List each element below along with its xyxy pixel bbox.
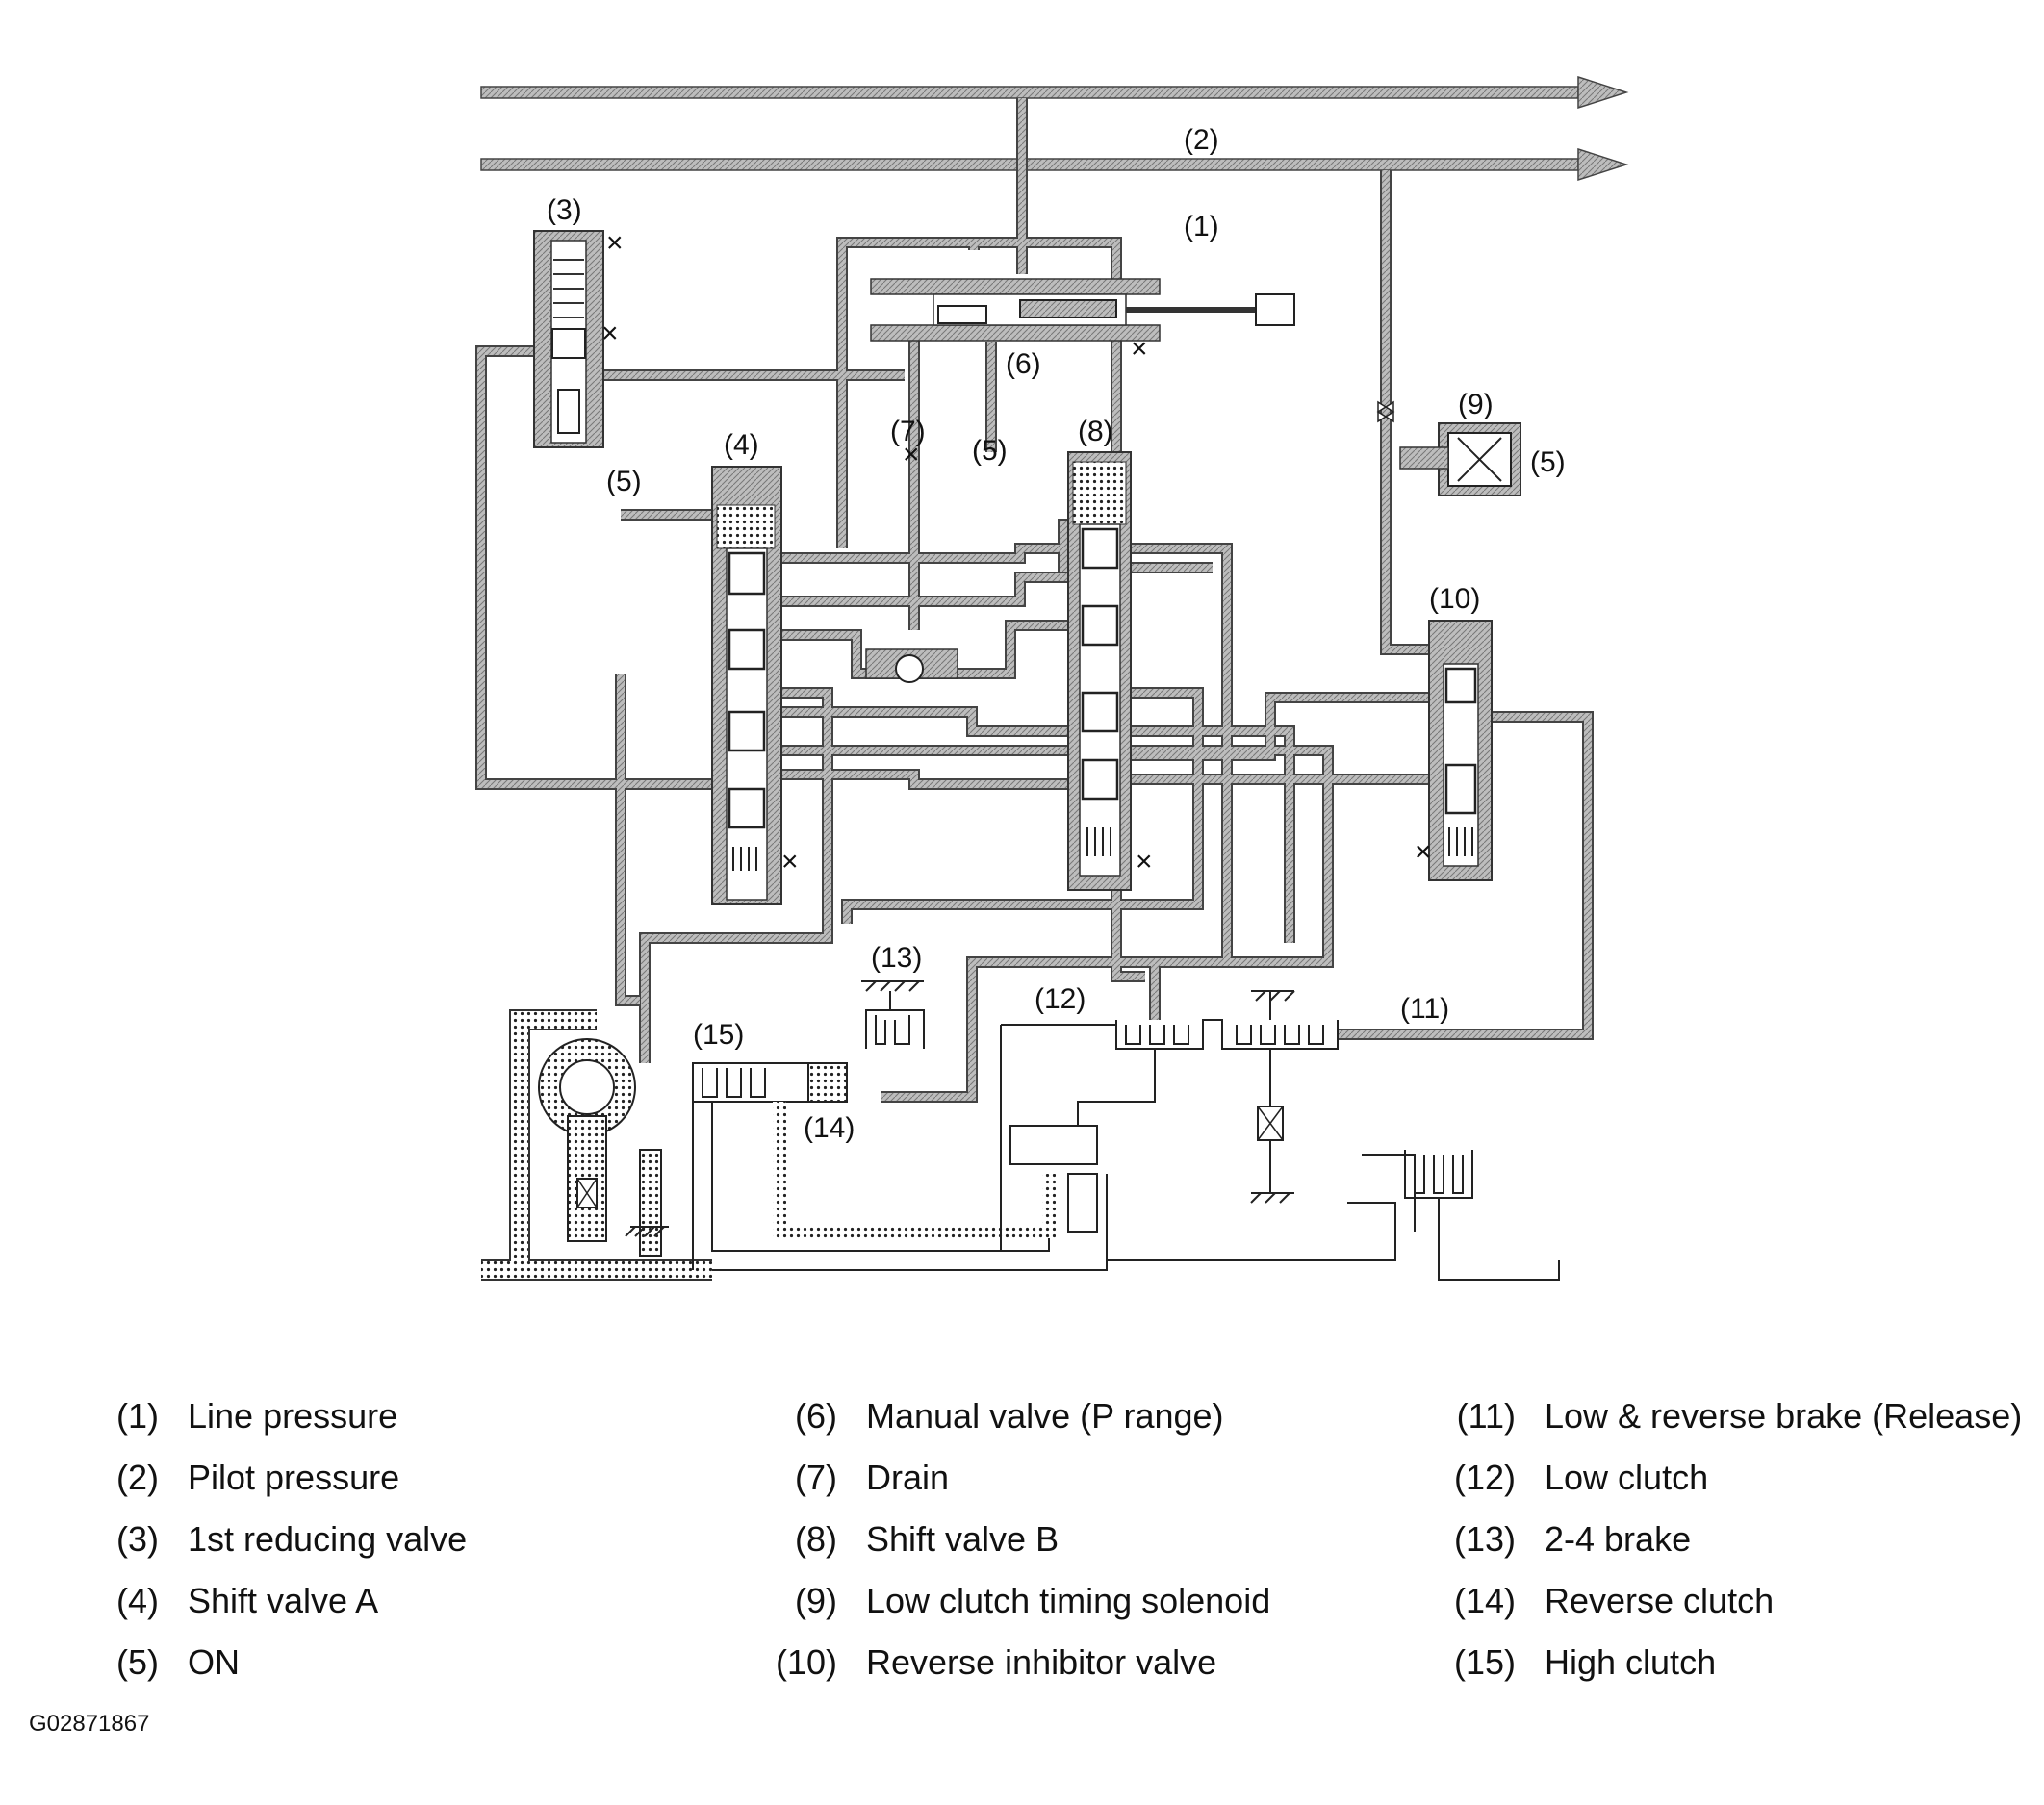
legend-label: Drain (866, 1458, 950, 1497)
callout-drain: (7) (890, 416, 926, 447)
drain-marker: × (903, 439, 920, 470)
legend-label: 1st reducing valve (188, 1519, 468, 1559)
callout-brake-2-4: (13) (871, 942, 922, 974)
legend-number: (1) (116, 1396, 159, 1436)
legend-item: (4) Shift valve A (67, 1570, 467, 1632)
legend-item: (7) Drain (746, 1447, 1270, 1509)
legend-item: (15) High clutch (1424, 1632, 2022, 1693)
legend-number: (8) (795, 1519, 837, 1559)
callout-low-reverse-brake: (11) (1400, 993, 1449, 1025)
legend-item: (11) Low & reverse brake (Release) (1424, 1386, 2023, 1447)
svg-text:×: × (1136, 846, 1153, 877)
shift-valve-b: × (1067, 451, 1153, 891)
legend-label: Shift valve A (188, 1581, 379, 1620)
low-clutch-and-lr-brake (1000, 990, 1560, 1281)
legend-number: (5) (116, 1642, 159, 1682)
legend-number: (14) (1453, 1581, 1516, 1620)
first-reducing-valve: × × (533, 227, 624, 448)
legend-number: (12) (1453, 1458, 1516, 1497)
legend-label: Line pressure (188, 1396, 398, 1436)
legend-number: (3) (116, 1519, 159, 1559)
svg-text:×: × (1415, 836, 1432, 868)
legend-label: Low clutch (1545, 1458, 1709, 1497)
callout-manual-valve: (6) (1006, 348, 1041, 380)
legend-item: (2) Pilot pressure (67, 1447, 467, 1509)
manual-valve: × (870, 278, 1295, 365)
callout-timing-solenoid: (9) (1458, 389, 1494, 420)
legend-number: (9) (795, 1581, 837, 1620)
legend-item: (13) 2-4 brake (1424, 1509, 2022, 1570)
legend-item: (8) Shift valve B (746, 1509, 1270, 1570)
legend-label: High clutch (1545, 1642, 1717, 1682)
callout-reverse-inhibitor: (10) (1429, 583, 1480, 615)
legend-number: (4) (116, 1581, 159, 1620)
figure-code: G02871867 (29, 1711, 150, 1737)
callout-on-left: (5) (606, 466, 642, 497)
legend-number: (2) (116, 1458, 159, 1497)
legend-number: (7) (795, 1458, 837, 1497)
legend-label: Shift valve B (866, 1519, 1060, 1559)
legend-label: Reverse inhibitor valve (866, 1642, 1217, 1682)
legend-label: Manual valve (P range) (866, 1396, 1224, 1436)
legend-label: ON (188, 1642, 240, 1682)
legend-number: (6) (795, 1396, 837, 1436)
hydraulic-circuit-diagram: × × × × × (475, 75, 1629, 1281)
pilot-pressure-main (480, 147, 1629, 182)
legend-column-1: (1) Line pressure (2) Pilot pressure (3) 1s… (67, 1386, 467, 1693)
oil-pump-circuit (481, 1009, 712, 1281)
svg-text:×: × (781, 846, 799, 877)
legend-column-3: (11) Low & reverse brake (Release) (12) Lo… (1424, 1386, 2022, 1693)
legend-item: (1) Line pressure (67, 1386, 467, 1447)
legend-label: Pilot pressure (188, 1458, 400, 1497)
brake-2-4 (861, 980, 925, 1049)
legend-item: (12) Low clutch (1424, 1447, 2022, 1509)
callout-low-clutch: (12) (1035, 983, 1086, 1015)
high-and-reverse-clutch (692, 1062, 1108, 1271)
callout-on-middle: (5) (972, 435, 1008, 467)
legend-item: (14) Reverse clutch (1424, 1570, 2022, 1632)
callout-line-pressure: (1) (1184, 211, 1219, 242)
legend-column-2: (6) Manual valve (P range) (7) Drain (8) Sh… (746, 1386, 1270, 1693)
line-pressure-main (480, 75, 1629, 110)
legend-number: (11) (1456, 1396, 1516, 1436)
callout-reverse-clutch: (14) (804, 1112, 855, 1144)
svg-text:×: × (1131, 333, 1148, 365)
legend-item: (10) Reverse inhibitor valve (746, 1632, 1270, 1693)
low-clutch-timing-solenoid (1376, 400, 1521, 496)
legend-item: (5) ON (67, 1632, 467, 1693)
legend-label: Reverse clutch (1545, 1581, 1775, 1620)
legend-item: (3) 1st reducing valve (67, 1509, 467, 1570)
legend-item: (9) Low clutch timing solenoid (746, 1570, 1270, 1632)
callout-shift-valve-a: (4) (724, 429, 759, 461)
reverse-inhibitor-valve: × (1415, 620, 1493, 881)
svg-text:×: × (601, 318, 619, 349)
check-ball (865, 648, 958, 683)
shift-valve-a: × (711, 466, 799, 905)
legend-number: (15) (1453, 1642, 1516, 1682)
callout-on-right: (5) (1530, 446, 1566, 478)
legend-label: Low clutch timing solenoid (866, 1581, 1271, 1620)
hydraulic-passages (475, 98, 1594, 1103)
legend-label: 2-4 brake (1545, 1519, 1692, 1559)
callout-high-clutch: (15) (693, 1019, 744, 1051)
callout-shift-valve-b: (8) (1078, 416, 1113, 447)
legend-label: Low & reverse brake (Release) (1545, 1396, 2023, 1436)
callout-first-reducing-valve: (3) (547, 194, 582, 226)
svg-text:×: × (606, 227, 624, 259)
legend-number: (13) (1453, 1519, 1516, 1559)
legend-number: (10) (775, 1642, 837, 1682)
callout-pilot-pressure: (2) (1184, 124, 1219, 156)
legend-item: (6) Manual valve (P range) (746, 1386, 1270, 1447)
